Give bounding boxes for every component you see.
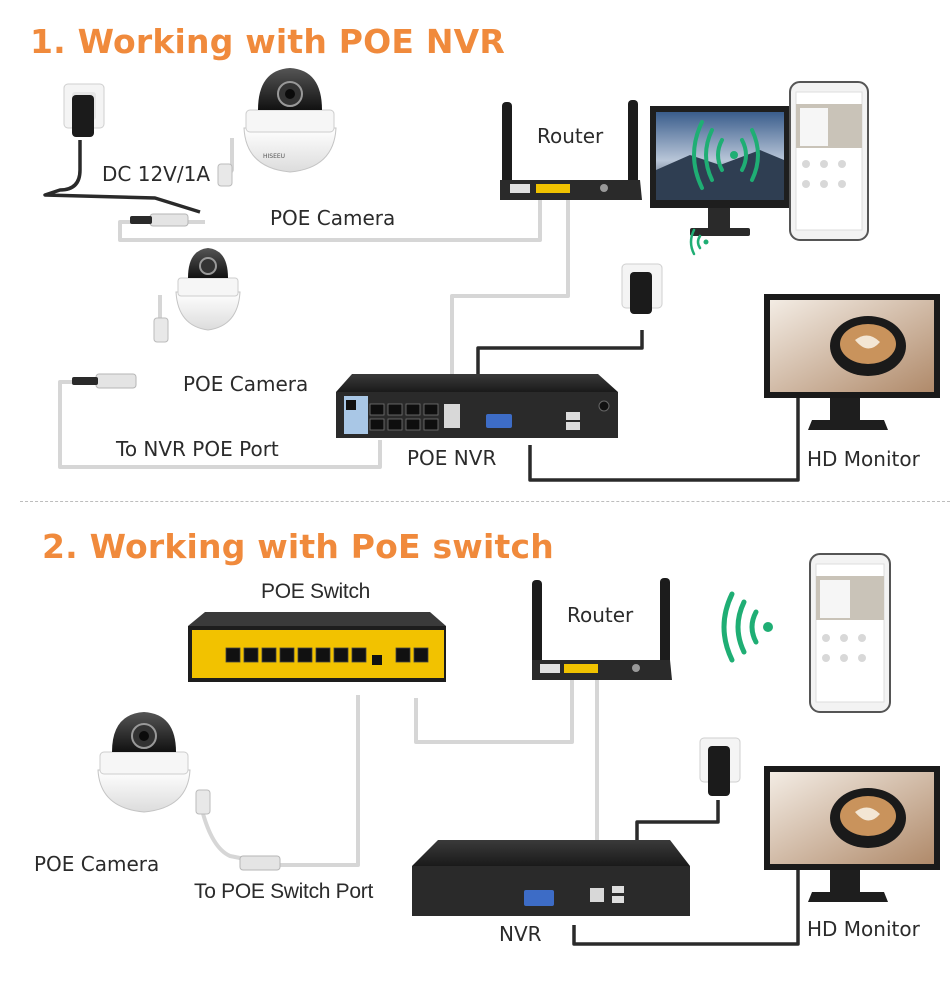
s1-label-poe-camera-mid: POE Camera: [183, 372, 309, 396]
s2-nvr: [412, 840, 690, 916]
s2-label-hd-monitor: HD Monitor: [807, 917, 920, 941]
s1-wall-outlet: [63, 83, 105, 137]
s1-poe-nvr: [336, 374, 618, 438]
s2-wifi-icon: [721, 591, 773, 663]
s2-label-poe-camera: POE Camera: [34, 852, 160, 876]
s1-label-hd-monitor: HD Monitor: [807, 447, 920, 471]
s1-label-to-nvr-port: To NVR POE Port: [116, 437, 279, 461]
s1-smartphone: [789, 81, 869, 241]
s1-label-router: Router: [537, 124, 604, 148]
s2-label-to-switch-port: To POE Switch Port: [194, 880, 373, 903]
s1-hd-monitor: [764, 294, 940, 430]
s1-label-dc-power: DC 12V/1A: [102, 162, 210, 186]
section2-title: 2. Working with PoE switch: [42, 527, 554, 566]
s2-ptz-camera: [97, 712, 281, 871]
section-divider: [20, 501, 950, 502]
s1-wifi-icon-small: [689, 228, 709, 256]
s2-hd-monitor: [764, 766, 940, 902]
s2-smartphone: [809, 553, 891, 713]
s1-ptz-camera-top: HISEEU: [243, 68, 337, 173]
s1-label-poe-camera-top: POE Camera: [270, 206, 396, 230]
s1-router: [500, 100, 642, 200]
s1-wifi-icon: [692, 120, 760, 190]
s1-label-poe-nvr: POE NVR: [407, 446, 497, 470]
s1-cable-connectors: [130, 163, 233, 227]
s2-router: [532, 578, 672, 680]
s2-wall-outlet: [699, 737, 741, 796]
s1-ptz-camera-mid: [72, 248, 241, 389]
s2-poe-switch: [188, 612, 446, 682]
s1-wall-outlet-right: [621, 263, 663, 314]
s2-label-nvr: NVR: [499, 922, 542, 946]
svg-text:HISEEU: HISEEU: [263, 153, 285, 160]
s2-label-poe-switch: POE Switch: [261, 580, 371, 603]
section1-title: 1. Working with POE NVR: [30, 22, 506, 61]
s2-label-router: Router: [567, 603, 634, 627]
s1-pc-monitor: [650, 106, 790, 236]
